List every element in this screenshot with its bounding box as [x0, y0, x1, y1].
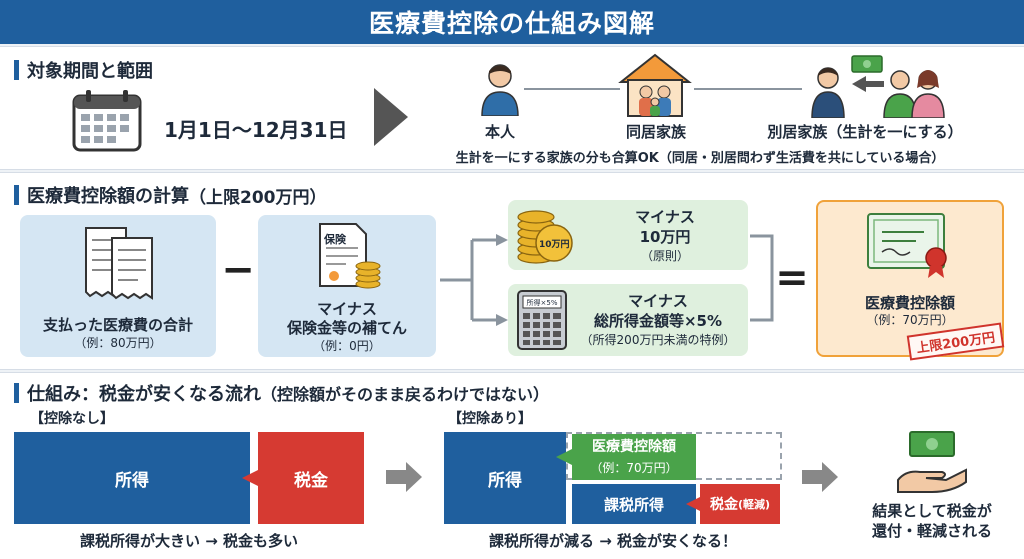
arrow-right-icon	[386, 462, 422, 492]
result-line-2: 還付・軽減される	[871, 522, 992, 540]
result-label: 医療費控除額	[864, 294, 955, 312]
result-example: （例：70万円）	[866, 313, 954, 327]
option2-line2: 総所得金額等×5%	[593, 312, 723, 330]
income-block-without: 所得	[14, 432, 250, 524]
merge-bracket	[750, 234, 774, 322]
option2-line3: （所得200万円未満の特例）	[580, 333, 736, 347]
insurance-label-2: 保険金等の補てん	[286, 319, 407, 337]
with-caption: 課税所得が減る → 税金が安くなる！	[488, 532, 737, 550]
insurance-example: （例：0円）	[313, 339, 381, 353]
branch-arrows	[440, 234, 508, 326]
insurance-doc-label: 保険	[324, 233, 346, 246]
chevron-right-icon	[374, 88, 408, 146]
arrow-left-icon	[686, 496, 702, 512]
paid-label: 支払った医療費の合計	[42, 316, 193, 334]
taxable-income-block: 課税所得	[572, 484, 696, 524]
option1-line1: マイナス	[635, 208, 695, 226]
section3-heading-sub: （控除額がそのまま戻るわけではない）	[261, 385, 550, 404]
deduction-block: 医療費控除額 （例：70万円）	[572, 434, 696, 480]
insurance-document-icon	[319, 223, 381, 289]
section3-heading-text: 仕組み：税金が安くなる流れ	[27, 384, 261, 405]
cohabiting-label: 同居家族	[625, 123, 686, 141]
coins-icon	[517, 210, 573, 264]
deduction-block-label: 医療費控除額	[592, 439, 676, 455]
income-block-with: 所得	[444, 432, 566, 524]
period-text: 1月1日〜12月31日	[164, 118, 348, 142]
separate-label: 別居家族（生計を一にする）	[767, 123, 963, 141]
section3-heading: 仕組み：税金が安くなる流れ（控除額がそのまま戻るわけではない）	[14, 380, 549, 406]
connector-line	[524, 88, 620, 90]
tax-reduced-sub: (軽減)	[737, 498, 771, 511]
section2-heading: 医療費控除額の計算（上限200万円）	[14, 182, 327, 208]
option1-line3: （原則）	[640, 249, 689, 263]
section2-heading-sub: （上限200万円）	[189, 187, 327, 208]
tax-reduced-label: 税金	[709, 497, 738, 513]
page-title: 医療費控除の仕組み図解	[0, 0, 1024, 44]
arrow-left-icon	[556, 449, 572, 465]
coin-label: 10万円	[539, 240, 570, 250]
paid-example: （例：80万円）	[74, 336, 162, 350]
result-line-1: 結果として税金が	[872, 502, 992, 520]
tax-block-without: 税金	[258, 432, 364, 524]
person-icon-self	[481, 64, 519, 116]
arrow-left-icon	[242, 468, 262, 488]
without-deduction-label: 【控除なし】	[30, 411, 114, 427]
option2-line1: マイナス	[628, 292, 688, 310]
house-family-icon	[618, 53, 692, 117]
section1-heading: 対象期間と範囲	[14, 57, 153, 83]
deduction-block-example: （例：70万円）	[590, 460, 678, 475]
minus-operator: −	[221, 247, 255, 293]
tax-reduced-block: 税金(軽減)	[700, 484, 780, 524]
scope-note: 生計を一にする家族の分も合算OK（同居・別居問わず生活費を共にしている場合）	[455, 151, 945, 166]
with-deduction-label: 【控除あり】	[448, 411, 532, 427]
certificate-icon	[867, 213, 947, 278]
calculator-display: 所得×5%	[526, 299, 558, 307]
option1-line2: 10万円	[639, 228, 691, 246]
arrow-right-icon	[802, 462, 838, 492]
connector-line	[694, 88, 802, 90]
calendar-icon	[72, 90, 142, 152]
insurance-label-1: マイナス	[317, 300, 377, 318]
separate-family-icon	[811, 55, 945, 118]
without-caption: 課税所得が大きい → 税金も多い	[79, 532, 298, 550]
hand-money-icon	[897, 431, 967, 493]
section1-heading-text: 対象期間と範囲	[27, 61, 153, 82]
receipts-icon	[85, 227, 153, 300]
calculator-icon	[517, 290, 567, 350]
equals-operator: =	[775, 255, 809, 301]
self-label: 本人	[484, 123, 515, 141]
section2-heading-text: 医療費控除額の計算	[27, 186, 189, 207]
